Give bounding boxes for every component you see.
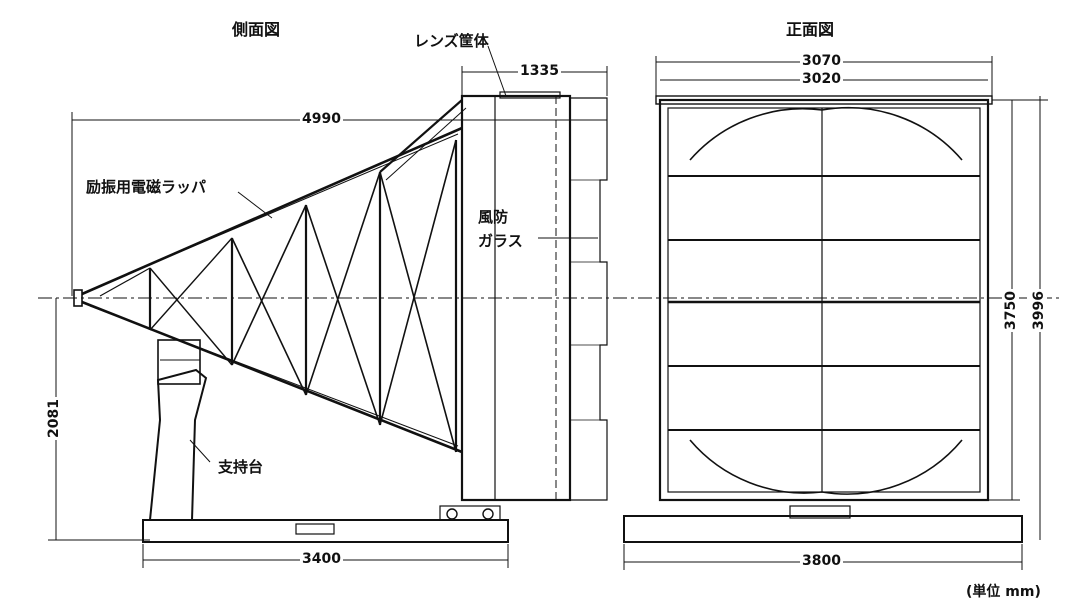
dim-3400: 3400 [300,551,343,567]
dim-1335: 1335 [518,63,561,79]
dim-3996: 3996 [1031,289,1047,332]
front-view-title: 正面図 [786,20,835,39]
dim-4990: 4990 [300,111,343,127]
dim-3750: 3750 [1003,289,1019,332]
side-view-title: 側面図 [232,20,281,39]
front-view [623,56,1048,570]
front-base [623,515,1023,543]
windshield-glass [570,97,608,501]
horn [73,99,467,454]
windshield-label-2: ガラス [478,232,523,250]
lens-housing [460,91,572,502]
lens-housing-label: レンズ筐体 [414,32,489,50]
support-stand [142,339,509,543]
side-view [38,45,1060,568]
stand-label: 支持台 [218,458,264,476]
front-frame [658,98,990,502]
dim-3070: 3070 [800,53,843,69]
windshield-label-1: 風防 [478,208,509,226]
unit-note: (単位 mm) [966,584,1041,600]
dim-3020: 3020 [800,71,843,87]
dim-2081: 2081 [46,397,62,440]
horn-label: 励振用電磁ラッパ [86,178,207,196]
dim-3800: 3800 [800,553,843,569]
